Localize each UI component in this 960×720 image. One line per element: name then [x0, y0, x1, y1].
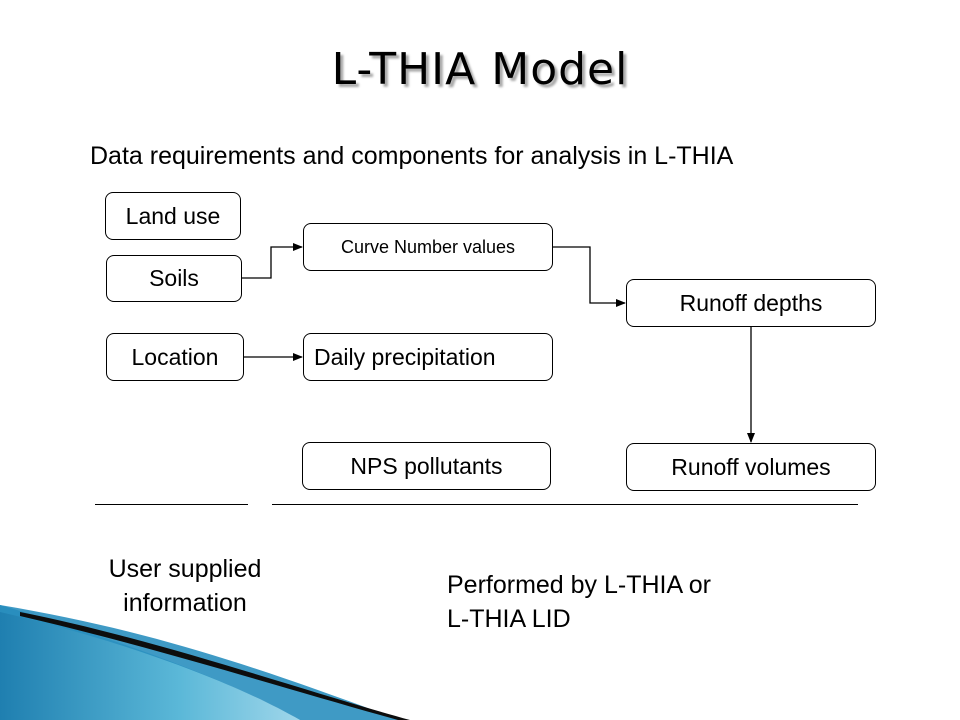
- land-use-label: Land use: [125, 202, 221, 229]
- runoff-depths-label: Runoff depths: [679, 289, 823, 316]
- nps-pollutants-box: NPS pollutants: [302, 442, 551, 490]
- runoff-volumes-label: Runoff volumes: [671, 453, 831, 480]
- daily-precipitation-label: Daily precipitation: [314, 343, 496, 370]
- slide-subtitle: Data requirements and components for ana…: [90, 142, 734, 170]
- slide-title: L-THIA Model: [331, 44, 629, 95]
- soils-to-curve-arrow: [242, 243, 303, 279]
- user-section-rule: [95, 504, 248, 505]
- location-box: Location: [106, 333, 244, 381]
- daily-precipitation-box: Daily precipitation: [303, 333, 553, 381]
- land-use-box: Land use: [105, 192, 241, 240]
- runoff-volumes-box: Runoff volumes: [626, 443, 876, 491]
- location-label: Location: [131, 343, 219, 370]
- nps-pollutants-label: NPS pollutants: [350, 452, 503, 479]
- soils-box: Soils: [106, 255, 242, 302]
- performed-caption-line2: L-THIA LID: [447, 605, 571, 633]
- performed-caption-line1: Performed by L-THIA or: [447, 571, 711, 599]
- runoff-depths-box: Runoff depths: [626, 279, 876, 327]
- user-caption-line1: User supplied: [108, 555, 262, 583]
- model-section-rule: [272, 504, 858, 505]
- curve-number-box: Curve Number values: [303, 223, 553, 271]
- user-supplied-caption: User supplied information: [70, 552, 300, 620]
- user-caption-line2: information: [123, 589, 247, 617]
- curve-number-label: Curve Number values: [340, 236, 516, 257]
- performed-by-caption: Performed by L-THIA or L-THIA LID: [447, 568, 787, 636]
- soils-label: Soils: [149, 265, 199, 291]
- curve-to-runoff-depths-arrow: [553, 246, 626, 307]
